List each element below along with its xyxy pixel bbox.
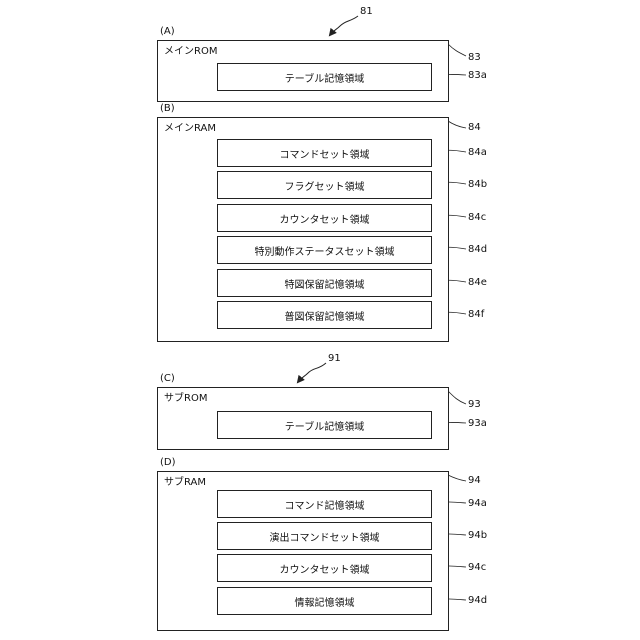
- ref-84f: 84f: [468, 309, 484, 321]
- region-box-84d: 特別動作ステータスセット領域: [217, 236, 432, 264]
- region-box-94d: 情報記憶領域: [217, 587, 432, 615]
- ref-84c: 84c: [468, 212, 486, 224]
- panel-title-sub-rom: サブROM: [164, 393, 207, 405]
- region-box-84e: 特図保留記憶領域: [217, 269, 432, 297]
- region-box-93a: テーブル記憶領域: [217, 411, 432, 439]
- ref-81-arrow: [330, 16, 358, 35]
- ref-83: 83: [468, 52, 481, 64]
- section-letter-d: (D): [160, 457, 176, 469]
- region-box-84f: 普図保留記憶領域: [217, 301, 432, 329]
- ref-93: 93: [468, 399, 481, 411]
- ref-91-arrow: [298, 363, 326, 382]
- panel-title-main-ram: メインRAM: [164, 123, 216, 135]
- region-box-84c: カウンタセット領域: [217, 204, 432, 232]
- panel-title-sub-ram: サブRAM: [164, 477, 206, 489]
- leader-93: [448, 391, 466, 404]
- ref-83a: 83a: [468, 70, 487, 82]
- ref-94: 94: [468, 475, 481, 487]
- leader-84: [448, 121, 466, 128]
- ref-84a: 84a: [468, 147, 487, 159]
- section-letter-a: (A): [160, 26, 175, 38]
- region-box-84a: コマンドセット領域: [217, 139, 432, 167]
- ref-84: 84: [468, 122, 481, 134]
- leader-94: [448, 475, 466, 481]
- region-box-84b: フラグセット領域: [217, 171, 432, 199]
- ref-94a: 94a: [468, 498, 487, 510]
- panel-title-main-rom: メインROM: [164, 46, 217, 58]
- figure-ref-81: 81: [360, 6, 373, 18]
- ref-84e: 84e: [468, 277, 487, 289]
- ref-94d: 94d: [468, 595, 487, 607]
- ref-93a: 93a: [468, 418, 487, 430]
- section-letter-b: (B): [160, 103, 175, 115]
- ref-84b: 84b: [468, 179, 487, 191]
- leader-83: [448, 44, 466, 56]
- region-box-83a: テーブル記憶領域: [217, 63, 432, 91]
- section-letter-c: (C): [160, 373, 175, 385]
- ref-94b: 94b: [468, 530, 487, 542]
- region-box-94c: カウンタセット領域: [217, 554, 432, 582]
- ref-84d: 84d: [468, 244, 487, 256]
- ref-94c: 94c: [468, 562, 486, 574]
- figure-ref-91: 91: [328, 353, 341, 365]
- region-box-94b: 演出コマンドセット領域: [217, 522, 432, 550]
- region-box-94a: コマンド記憶領域: [217, 490, 432, 518]
